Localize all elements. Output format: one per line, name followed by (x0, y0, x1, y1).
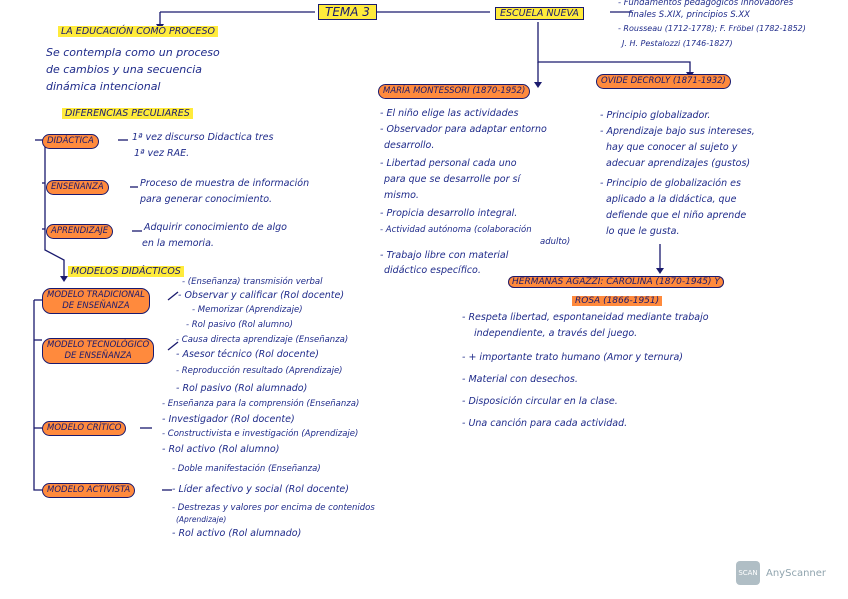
escuela-note-2: finales S.XIX, principios S.XX (628, 10, 750, 20)
modelo-activista-box: MODELO ACTIVISTA (42, 483, 136, 498)
montessori-line-1: - El niño elige las actividades (380, 108, 519, 119)
ensenanza-box: ENSEÑANZA (46, 180, 109, 195)
watermark-text: AnyScanner (766, 567, 827, 579)
montessori-line-8: - Actividad autónoma (colaboración (380, 225, 532, 235)
montessori-line-4: - Libertad personal cada uno (380, 158, 517, 169)
ensenanza-line-2: para generar conocimiento. (140, 194, 273, 205)
decroly-line-4: adecuar aprendizajes (gustos) (606, 158, 751, 169)
educacion-line-2: de cambios y una secuencia (46, 63, 203, 76)
educacion-line-3: dinámica intencional (46, 80, 161, 93)
montessori-line-6: mismo. (384, 190, 419, 201)
decroly-line-2: - Aprendizaje bajo sus intereses, (600, 126, 755, 137)
modelo-critico-line-3: - Constructivista e investigación (Apren… (162, 429, 359, 439)
modelo-tradicional-line-3: - Memorizar (Aprendizaje) (192, 305, 303, 315)
decroly-line-8: lo que le gusta. (606, 226, 680, 237)
modelo-critico-line-4: - Rol activo (Rol alumno) (162, 444, 280, 455)
escuela-note-3: - Rousseau (1712-1778); F. Fröbel (1782-… (618, 24, 806, 33)
decroly-line-5: - Principio de globalización es (600, 178, 741, 189)
decroly-box: OVIDE DECROLY (1871-1932) (596, 74, 731, 89)
agazzi-title-1: HERMANAS AGAZZI: CAROLINA (1870-1945) Y (508, 276, 724, 288)
aprendizaje-box: APRENDIZAJE (46, 224, 114, 239)
didactica-box: DIDÁCTICA (42, 134, 99, 149)
agazzi-line-5: - Disposición circular en la clase. (462, 396, 618, 407)
educacion-title: LA EDUCACIÓN COMO PROCESO (58, 26, 219, 38)
didactica-line-1: 1ª vez discurso Didactica tres (132, 132, 274, 143)
montessori-box: MARÍA MONTESSORI (1870-1952) (378, 84, 531, 99)
montessori-line-10: - Trabajo libre con material (380, 250, 509, 261)
montessori-line-3: desarrollo. (384, 140, 435, 151)
montessori-line-2: - Observador para adaptar entorno (380, 124, 547, 135)
decroly-line-3: hay que conocer al sujeto y (606, 142, 738, 153)
decroly-line-7: defiende que el niño aprende (606, 210, 747, 221)
modelo-activista-line-2: - Líder afectivo y social (Rol docente) (172, 484, 349, 495)
scan-icon: SCAN (736, 561, 760, 585)
modelo-tecnologico-line-2: - Asesor técnico (Rol docente) (176, 349, 319, 360)
modelo-tradicional-box: MODELO TRADICIONAL DE ENSEÑANZA (42, 288, 150, 314)
agazzi-line-3: - + importante trato humano (Amor y tern… (462, 352, 683, 363)
escuela-nueva-title: ESCUELA NUEVA (495, 7, 584, 20)
tema-title: TEMA 3 (318, 4, 377, 20)
anyscanner-watermark: SCAN AnyScanner (736, 561, 826, 585)
modelo-tradicional-label-2: DE ENSEÑANZA (62, 301, 130, 311)
agazzi-line-1: - Respeta libertad, espontaneidad median… (462, 312, 709, 323)
modelo-tradicional-line-4: - Rol pasivo (Rol alumno) (186, 320, 293, 330)
montessori-line-7: - Propicia desarrollo integral. (380, 208, 518, 219)
modelo-activista-line-1: - Doble manifestación (Enseñanza) (172, 464, 321, 474)
modelo-tradicional-line-1: - (Enseñanza) transmisión verbal (182, 277, 323, 287)
modelo-activista-line-3: - Destrezas y valores por encima de cont… (172, 503, 375, 513)
modelo-tecnologico-line-4: - Rol pasivo (Rol alumnado) (176, 383, 308, 394)
modelos-title: MODELOS DIDÁCTICOS (68, 266, 184, 278)
modelo-tradicional-label-1: MODELO TRADICIONAL (47, 290, 145, 300)
agazzi-line-2: independiente, a través del juego. (474, 328, 638, 339)
modelo-tecnologico-line-1: - Causa directa aprendizaje (Enseñanza) (176, 335, 349, 345)
montessori-line-11: didáctico específico. (384, 265, 481, 276)
educacion-line-1: Se contempla como un proceso (46, 46, 220, 59)
ensenanza-line-1: Proceso de muestra de información (140, 178, 310, 189)
montessori-line-9: adulto) (540, 237, 571, 247)
decroly-line-6: aplicado a la didáctica, que (606, 194, 737, 205)
modelo-activista-line-5: - Rol activo (Rol alumnado) (172, 528, 302, 539)
modelo-tecnologico-label-1: MODELO TECNOLÓGICO (47, 340, 150, 350)
diferencias-title: DIFERENCIAS PECULIARES (62, 108, 193, 120)
aprendizaje-line-2: en la memoria. (142, 238, 214, 249)
modelo-tecnologico-label-2: DE ENSEÑANZA (64, 351, 132, 361)
montessori-line-5: para que se desarrolle por sí (384, 174, 521, 185)
modelo-activista-line-4: (Aprendizaje) (176, 515, 227, 524)
escuela-note-1: - Fundamentos pedagógicos innovadores (618, 0, 794, 8)
modelo-critico-line-2: - Investigador (Rol docente) (162, 414, 295, 425)
aprendizaje-line-1: Adquirir conocimiento de algo (144, 222, 287, 233)
agazzi-line-6: - Una canción para cada actividad. (462, 418, 628, 429)
modelo-tradicional-line-2: - Observar y calificar (Rol docente) (178, 290, 345, 301)
agazzi-line-4: - Material con desechos. (462, 374, 578, 385)
didactica-line-2: 1ª vez RAE. (134, 148, 190, 159)
escuela-note-4: J. H. Pestalozzi (1746-1827) (622, 39, 733, 48)
modelo-tecnologico-box: MODELO TECNOLÓGICO DE ENSEÑANZA (42, 338, 155, 364)
modelo-critico-line-1: - Enseñanza para la comprensión (Enseñan… (162, 399, 360, 409)
modelo-tecnologico-line-3: - Reproducción resultado (Aprendizaje) (176, 366, 343, 376)
modelo-critico-box: MODELO CRÍTICO (42, 421, 127, 436)
agazzi-title-2: ROSA (1866-1951) (572, 295, 663, 307)
decroly-line-1: - Principio globalizador. (600, 110, 711, 121)
